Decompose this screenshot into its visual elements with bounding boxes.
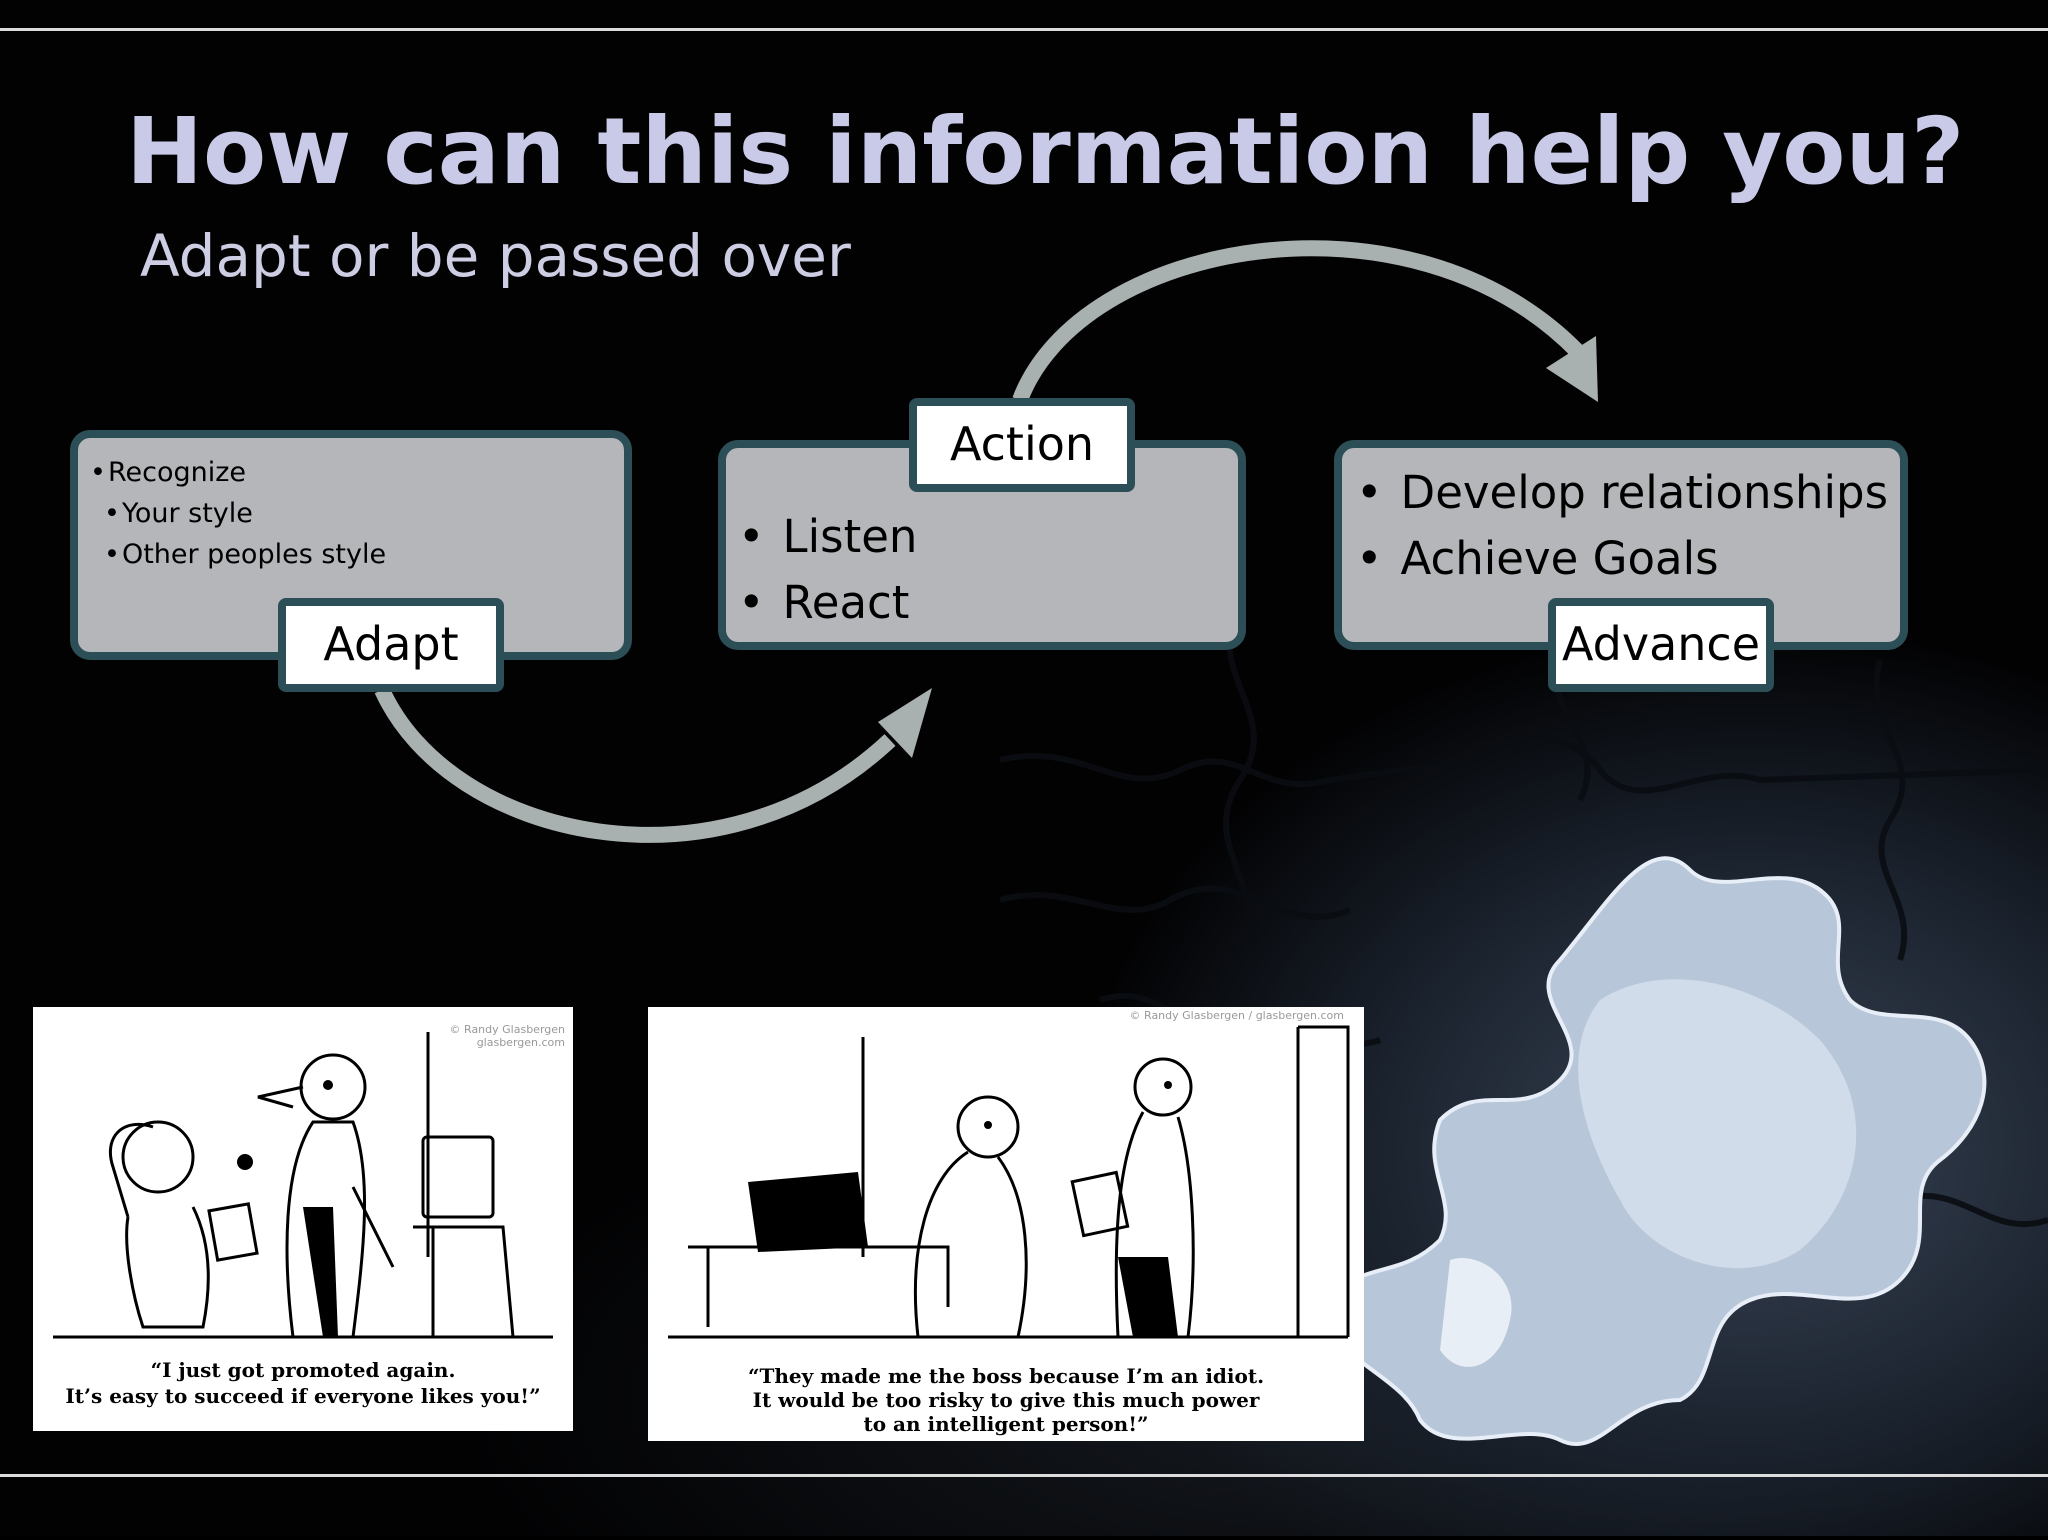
slide-title: How can this information help you? [126,98,1965,205]
bottom-rule [0,1474,2048,1477]
cartoon-promoted-dog: © Randy Glasbergen glasbergen.com “I jus… [33,1007,573,1431]
advance-list: Develop relationships Achieve Goals [1356,460,1889,592]
cartoon-dog-drawing [53,1032,553,1339]
action-item-react: React [738,570,917,636]
top-rule [0,28,2048,31]
advance-item-goals: Achieve Goals [1356,526,1888,592]
advance-label: Advance [1548,598,1774,692]
cartoon-1-credit-line-2: glasbergen.com [476,1036,565,1049]
adapt-list: Recognize Your style Other peoples style [90,452,386,575]
action-label: Action [909,398,1135,492]
cartoon-2-credit-line-1: © Randy Glasbergen / glasbergen.com [1129,1009,1344,1022]
adapt-item-your-style: Your style [90,493,386,534]
cartoon-2-credit: © Randy Glasbergen / glasbergen.com [1130,1009,1344,1022]
arrow-action-to-advance-head [1546,336,1598,402]
cartoon-1-credit: © Randy Glasbergen glasbergen.com [450,1023,565,1049]
arrow-action-to-advance [1012,240,1584,403]
cartoon-boss-drawing [668,1025,1350,1339]
adapt-item-other-style: Other peoples style [90,534,386,575]
arrow-adapt-to-action-head [878,688,932,758]
slide-subtitle: Adapt or be passed over [140,222,851,290]
action-item-listen: Listen [738,504,918,570]
adapt-label: Adapt [278,598,504,692]
cartoon-2-caption-line-3: to an intelligent person!” [863,1412,1149,1436]
cartoon-idiot-boss: © Randy Glasbergen / glasbergen.com “The… [648,1007,1364,1441]
arrow-adapt-to-action [374,686,896,843]
cartoon-1-credit-line-1: © Randy Glasbergen [449,1023,565,1036]
cartoon-2-caption-line-2: It would be too risky to give this much … [752,1388,1260,1412]
cartoon-1-caption: “I just got promoted again. It’s easy to… [33,1357,573,1409]
cartoon-2-caption-line-1: “They made me the boss because I’m an id… [747,1364,1265,1388]
cycle-arrows [374,240,1598,843]
puzzle-piece [1327,856,1987,1447]
advance-item-relationships: Develop relationships [1356,460,1889,526]
cartoon-1-caption-line-1: “I just got promoted again. [150,1358,456,1382]
adapt-item-recognize: Recognize [90,452,386,493]
cartoon-1-caption-line-2: It’s easy to succeed if everyone likes y… [65,1384,541,1408]
cartoon-2-caption: “They made me the boss because I’m an id… [648,1364,1364,1436]
action-list: Listen React [738,504,918,636]
